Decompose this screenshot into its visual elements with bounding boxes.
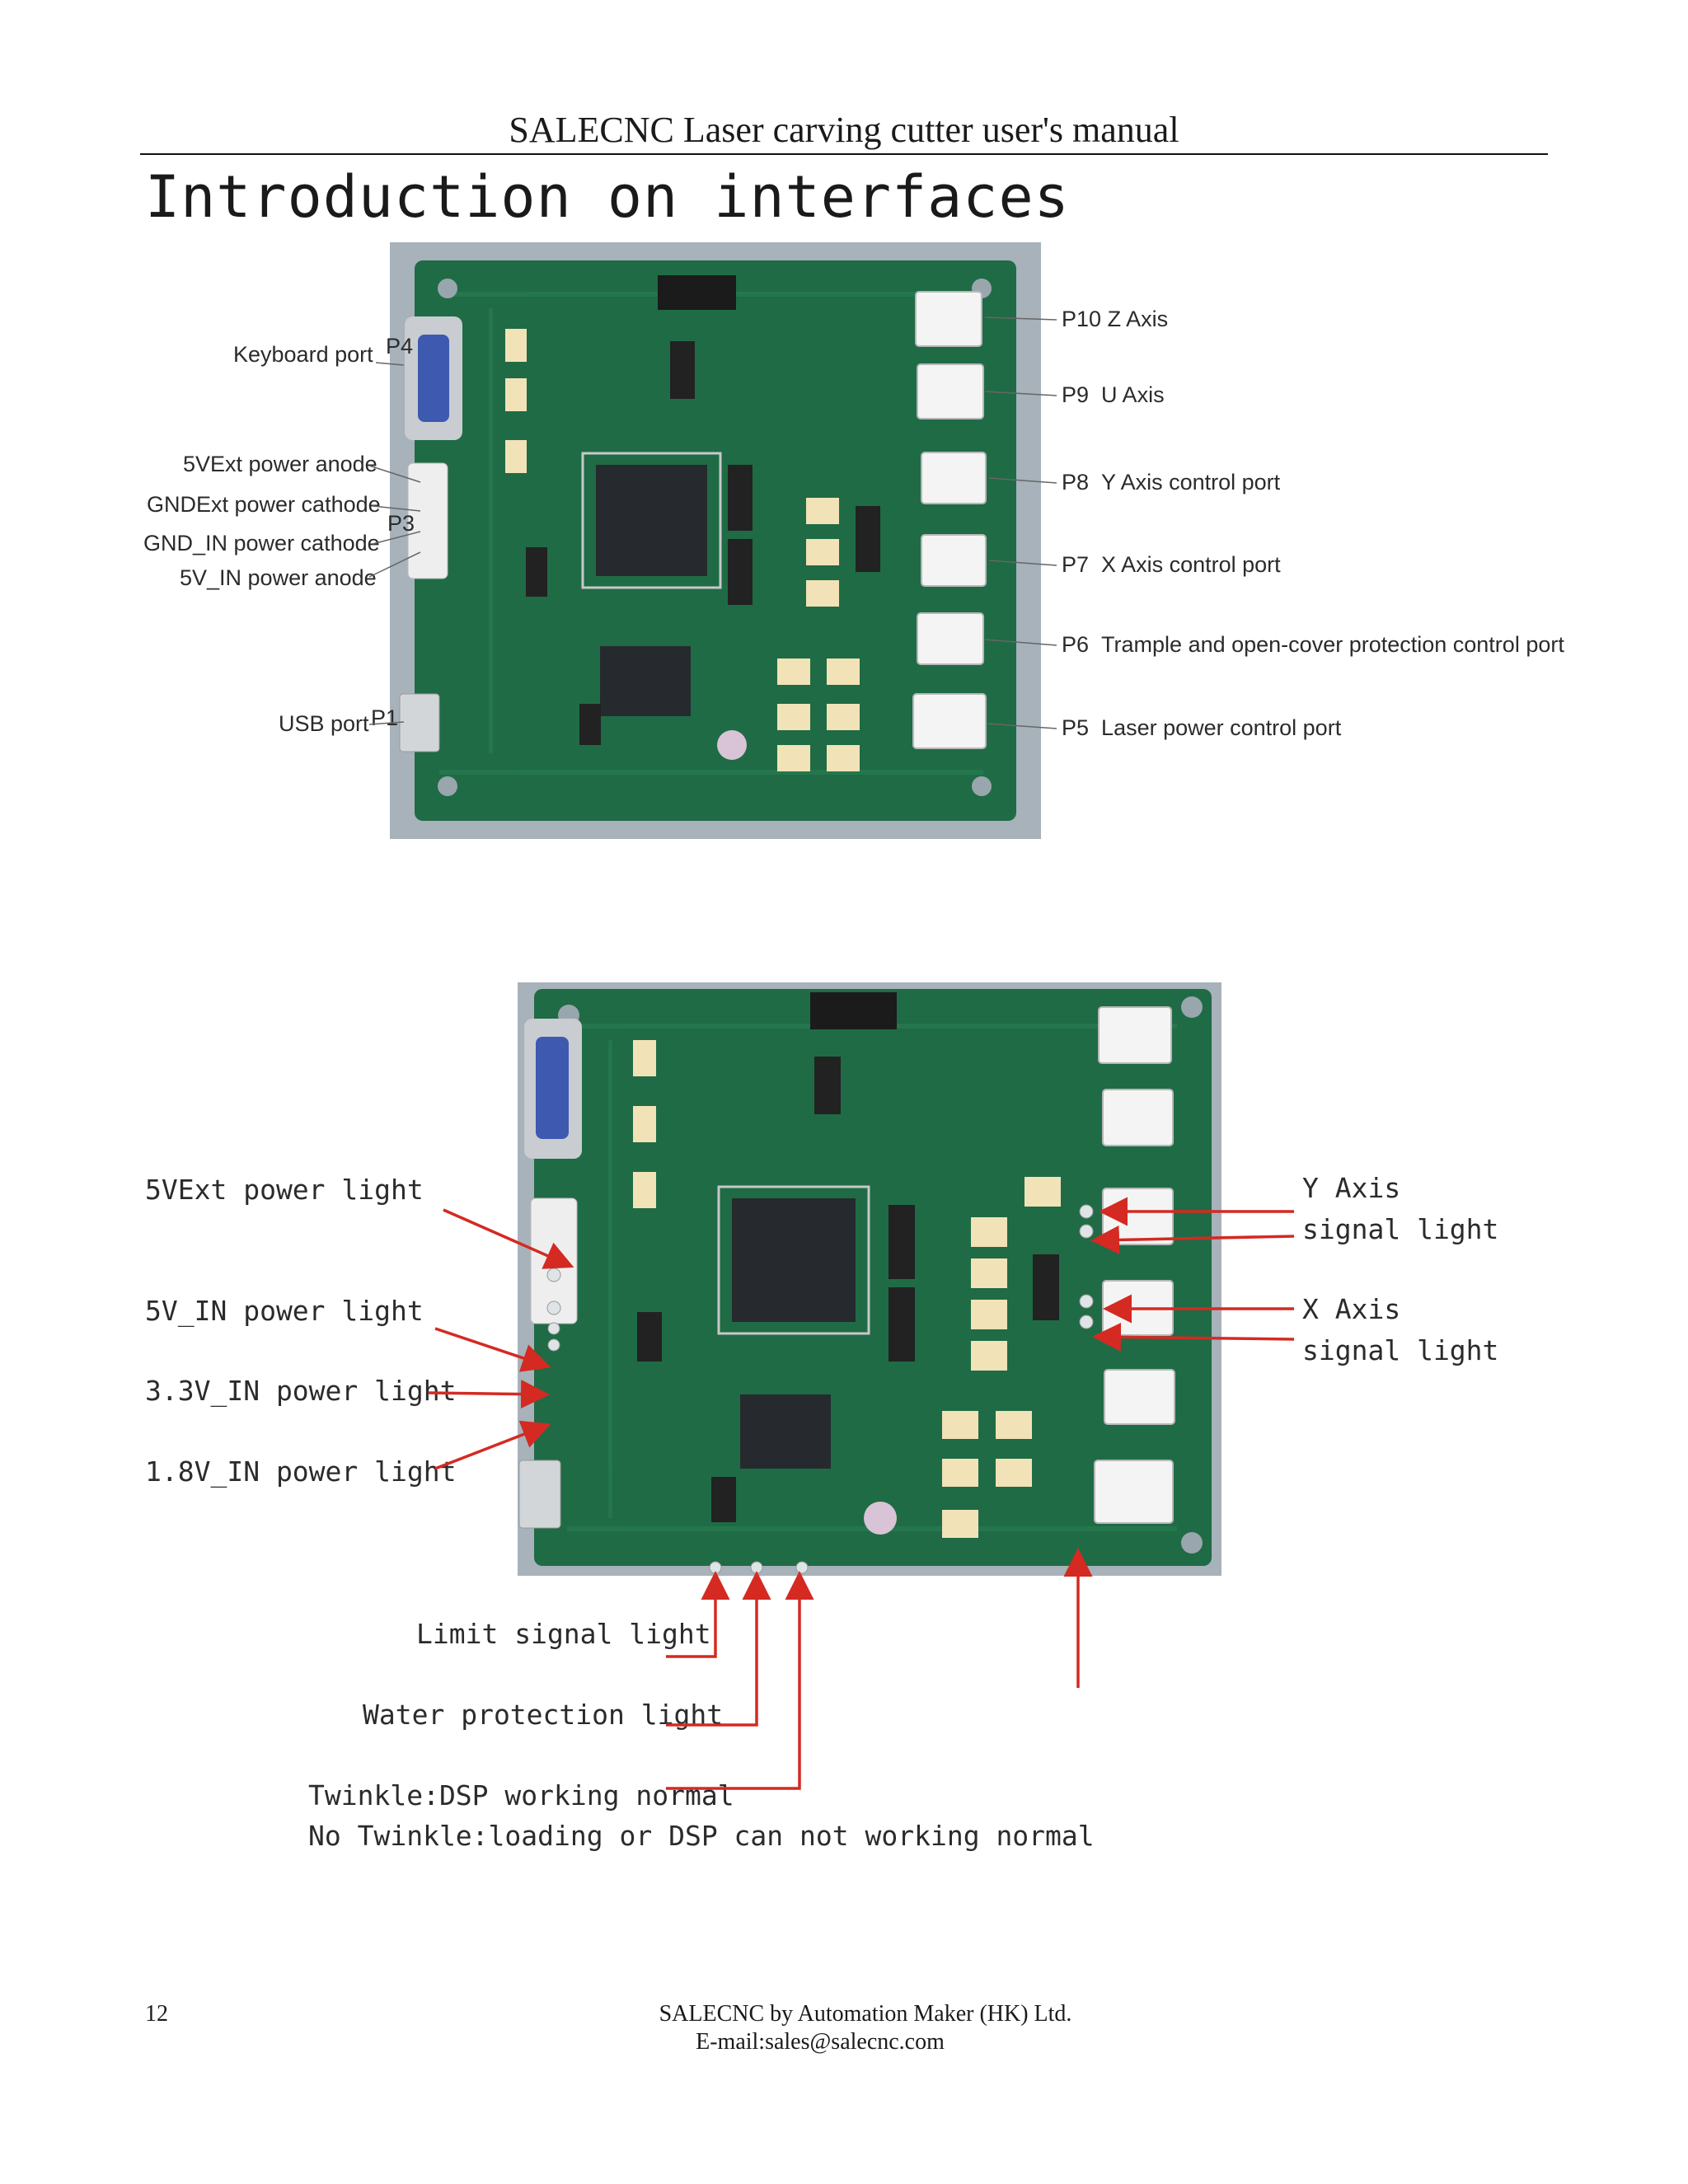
twinkle-normal-label: Twinkle:DSP working normal xyxy=(308,1779,734,1811)
p4-tag: P4 xyxy=(386,334,414,359)
indicator-arrows xyxy=(428,1197,1295,1790)
p3-tag: P3 xyxy=(387,511,415,536)
p9-tag: P9 xyxy=(1062,382,1090,407)
v18-in-light-label: 1.8V_IN power light xyxy=(145,1455,457,1488)
gnd-in-cathode-label: GND_IN power cathode xyxy=(143,531,380,555)
p9-label: P9 U Axis xyxy=(1062,382,1165,408)
y-axis-label-line1: Y Axis xyxy=(1302,1172,1401,1204)
p6-tag: P6 xyxy=(1062,632,1090,657)
header-title: SALECNC Laser carving cutter user's manu… xyxy=(509,110,1179,150)
p8-tag: P8 xyxy=(1062,470,1090,494)
usb-port-label: USB port xyxy=(279,711,369,736)
p10-tag: P10 xyxy=(1062,307,1102,331)
section-title: Introduction on interfaces xyxy=(145,163,1070,231)
p5-tag: P5 xyxy=(1062,715,1090,740)
gnd-ext-cathode-label: GNDExt power cathode xyxy=(147,492,381,517)
p7-text: X Axis control port xyxy=(1101,552,1281,577)
p9-text: U Axis xyxy=(1101,382,1165,407)
fivev-in-light-label: 5V_IN power light xyxy=(145,1295,424,1327)
x-axis-label-line2: signal light xyxy=(1302,1334,1499,1366)
x-axis-label-line1: X Axis xyxy=(1302,1293,1401,1325)
p5-label: P5 Laser power control port xyxy=(1062,715,1341,741)
p6-text: Trample and open-cover protection contro… xyxy=(1101,632,1564,657)
footer-email: E-mail:sales@salecnc.com xyxy=(696,2029,945,2055)
p8-label: P8 Y Axis control port xyxy=(1062,470,1280,495)
board-photo-2 xyxy=(518,982,1221,1576)
fivev-ext-anode-label: 5VExt power anode xyxy=(183,452,377,476)
leader-lines-1 xyxy=(368,316,1057,729)
footer-company: SALECNC by Automation Maker (HK) Ltd. xyxy=(659,2001,1072,2027)
p7-tag: P7 xyxy=(1062,552,1090,577)
y-axis-label-line2: signal light xyxy=(1302,1213,1499,1245)
water-protection-label: Water protection light xyxy=(363,1699,724,1731)
no-twinkle-label: No Twinkle:loading or DSP can not workin… xyxy=(308,1820,1095,1852)
fivev-in-anode-label: 5V_IN power anode xyxy=(180,565,377,590)
board-photo-1 xyxy=(390,242,1041,839)
keyboard-port-label: Keyboard port xyxy=(233,342,373,367)
fivev-ext-light-label: 5VExt power light xyxy=(145,1174,424,1206)
p6-label: P6 Trample and open-cover protection con… xyxy=(1062,632,1564,658)
header-rule xyxy=(140,153,1548,155)
p7-label: P7 X Axis control port xyxy=(1062,552,1281,578)
footer-page-number: 12 xyxy=(145,2001,168,2027)
p10-text: Z Axis xyxy=(1107,307,1169,331)
limit-signal-label: Limit signal light xyxy=(416,1618,711,1650)
p8-text: Y Axis control port xyxy=(1101,470,1281,494)
p10-label: P10 Z Axis xyxy=(1062,307,1168,332)
p1-tag: P1 xyxy=(371,705,399,730)
p5-text: Laser power control port xyxy=(1101,715,1342,740)
v33-in-light-label: 3.3V_IN power light xyxy=(145,1375,457,1407)
